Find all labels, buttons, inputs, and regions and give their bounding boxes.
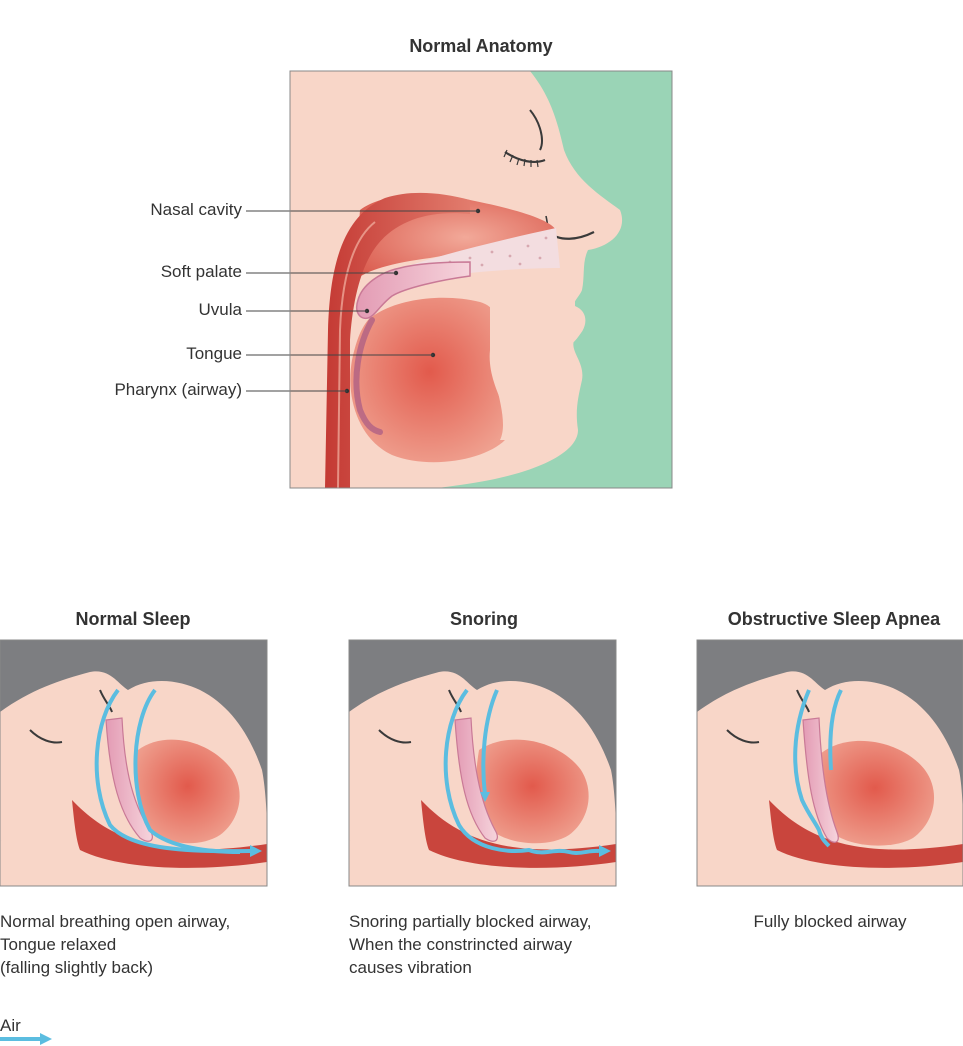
sleep-apnea-illustration	[696, 639, 963, 887]
label-soft-palate: Soft palate	[160, 262, 242, 281]
caption-line: When the constrincted airway	[349, 935, 572, 954]
caption-line: (falling slightly back)	[0, 958, 154, 977]
snoring-illustration	[348, 639, 617, 887]
label-tongue: Tongue	[186, 344, 242, 363]
caption-line: Tongue relaxed	[0, 935, 117, 954]
label-pharynx: Pharynx (airway)	[114, 380, 242, 399]
normal-anatomy-illustration	[246, 70, 673, 489]
panel-title-normal-sleep: Normal Sleep	[75, 609, 191, 629]
caption-snoring: Snoring partially blocked airway, When t…	[349, 910, 592, 979]
normal-sleep-illustration	[0, 639, 268, 887]
caption-line: Normal breathing open airway,	[0, 912, 231, 931]
caption-sleep-apnea: Fully blocked airway	[697, 910, 963, 933]
caption-normal-sleep: Normal breathing open airway, Tongue rel…	[0, 910, 230, 979]
panel-title-snoring: Snoring	[450, 609, 518, 629]
label-nasal-cavity: Nasal cavity	[150, 200, 242, 219]
caption-line: Fully blocked airway	[753, 912, 907, 931]
caption-line: causes vibration	[349, 958, 472, 977]
panel-title-sleep-apnea: Obstructive Sleep Apnea	[727, 609, 941, 629]
main-title: Normal Anatomy	[409, 36, 553, 56]
caption-line: Snoring partially blocked airway,	[349, 912, 592, 931]
label-uvula: Uvula	[198, 300, 242, 319]
air-legend-arrow	[0, 1033, 52, 1045]
legend-air-label: Air	[0, 1016, 21, 1035]
